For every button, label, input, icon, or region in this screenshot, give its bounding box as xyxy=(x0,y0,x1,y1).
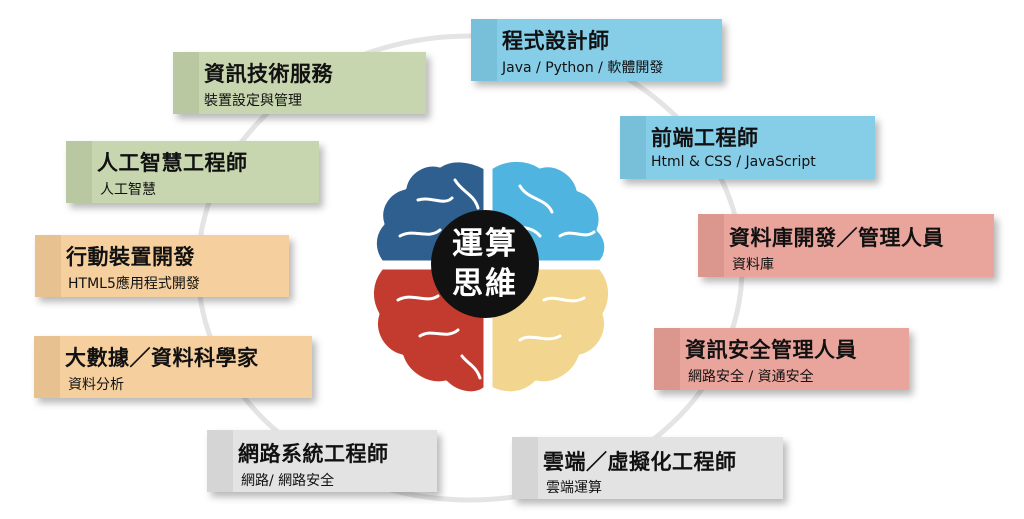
role-card-network-engineer: 網路系統工程師 網路/ 網路安全 xyxy=(207,430,437,492)
role-card-it-services: 資訊技術服務 裝置設定與管理 xyxy=(173,52,426,114)
role-subtitle: HTML5應用程式開發 xyxy=(68,276,200,292)
role-title: 程式設計師 xyxy=(502,29,610,53)
role-card-big-data: 大數據／資料科學家 資料分析 xyxy=(34,336,312,398)
center-label: 運算 思維 xyxy=(431,210,539,318)
role-title: 大數據／資料科學家 xyxy=(65,346,259,370)
role-subtitle: Html & CSS / JavaScript xyxy=(651,154,816,170)
role-title: 資訊技術服務 xyxy=(204,62,333,86)
role-title: 網路系統工程師 xyxy=(238,442,389,466)
role-title: 雲端／虛擬化工程師 xyxy=(543,450,737,474)
center-label-line2: 思維 xyxy=(452,266,518,302)
role-card-mobile-dev: 行動裝置開發 HTML5應用程式開發 xyxy=(35,235,289,297)
role-subtitle: 裝置設定與管理 xyxy=(204,93,302,109)
role-subtitle: 雲端運算 xyxy=(546,480,602,496)
role-card-dba: 資料庫開發／管理人員 資料庫 xyxy=(698,214,994,277)
role-card-security: 資訊安全管理人員 網路安全 / 資通安全 xyxy=(654,328,909,390)
role-title: 行動裝置開發 xyxy=(66,245,195,269)
role-title: 人工智慧工程師 xyxy=(97,151,248,175)
role-card-frontend: 前端工程師 Html & CSS / JavaScript xyxy=(620,116,875,179)
role-title: 資料庫開發／管理人員 xyxy=(729,226,944,250)
role-title: 資訊安全管理人員 xyxy=(685,338,857,362)
role-title: 前端工程師 xyxy=(651,126,759,150)
role-card-programmer: 程式設計師 Java / Python / 軟體開發 xyxy=(471,19,722,81)
role-subtitle: 資料分析 xyxy=(68,377,124,393)
role-subtitle: 網路/ 網路安全 xyxy=(241,473,335,489)
role-subtitle: Java / Python / 軟體開發 xyxy=(502,60,664,76)
role-subtitle: 資料庫 xyxy=(732,257,774,273)
center-label-line1: 運算 xyxy=(452,226,518,262)
role-card-cloud: 雲端／虛擬化工程師 雲端運算 xyxy=(512,437,783,499)
role-card-ai-engineer: 人工智慧工程師 人工智慧 xyxy=(66,141,319,203)
role-subtitle: 網路安全 / 資通安全 xyxy=(688,369,814,385)
role-subtitle: 人工智慧 xyxy=(100,182,156,198)
